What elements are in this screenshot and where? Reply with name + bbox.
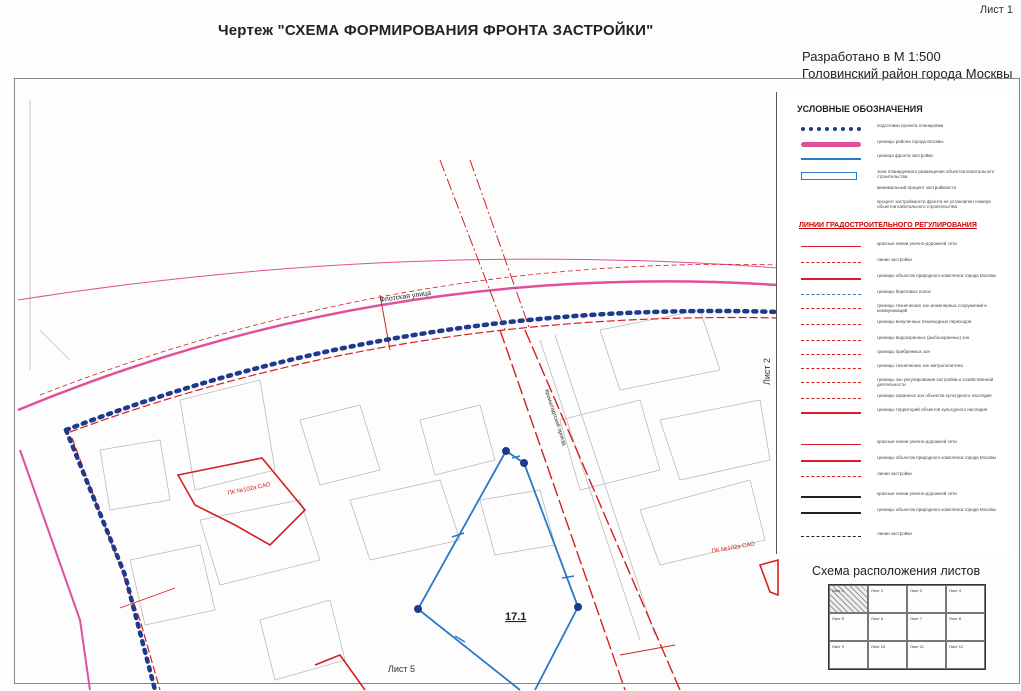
district-boundary	[17, 280, 779, 412]
front-boundary	[63, 308, 781, 433]
legend-title: УСЛОВНЫЕ ОБОЗНАЧЕНИЯ	[797, 104, 923, 114]
zone-vertices	[414, 447, 582, 613]
legend-reg-item: границы объектов природного комплекса го…	[797, 454, 1007, 468]
legend-item: подготовки проекта планировки	[797, 122, 1007, 136]
pk-zone-bottom	[314, 654, 366, 691]
legend-reg-item: границы объектов природного комплекса го…	[797, 506, 1007, 520]
object-id-label: 17.1	[505, 611, 526, 623]
legend-reg-item: границы территорий объектов культурного …	[797, 406, 1007, 420]
legend-reg-item: линии застройки	[797, 256, 1007, 270]
legend-item: границы района города Москвы	[797, 138, 1007, 152]
pk-label-left: ПК №102а САО	[227, 481, 271, 497]
sheet-bottom-label: Лист 5	[388, 664, 415, 674]
sheet-right-label: Лист 2	[762, 358, 772, 385]
scheme-cell: Лист 3	[907, 585, 946, 613]
legend-reg-item: границы охранных зон объектов культурног…	[797, 392, 1007, 406]
zone-ticks	[451, 455, 575, 643]
legend-reg-item: границы зон регулирования застройки и хо…	[797, 376, 1007, 390]
legend-reg-item: линии застройки	[797, 470, 1007, 484]
front-boundary-west	[63, 427, 158, 691]
legend-reg-item: красные линии улично-дорожной сети	[797, 240, 1007, 254]
scheme-cell: Лист 4	[946, 585, 985, 613]
legend-reg-item: красные линии улично-дорожной сети	[797, 438, 1007, 452]
building-outlines	[29, 100, 771, 681]
scheme-cell: Лист 10	[868, 641, 907, 669]
legend-reg-item: границы технических зон инженерных соору…	[797, 302, 1007, 316]
legend-panel: УСЛОВНЫЕ ОБОЗНАЧЕНИЯ подготовки проекта …	[776, 92, 1013, 554]
scheme-cell: Лист 1	[829, 585, 868, 613]
pk-label-right: ПК №102а САО	[711, 540, 756, 555]
legend-item: граница фронта застройки	[797, 152, 1007, 166]
legend-item: процент застройкиости фронта не установл…	[877, 199, 991, 209]
scheme-cell: Лист 2	[868, 585, 907, 613]
legend-reg-item: границы технических зон метрополитена	[797, 362, 1007, 376]
legend-reg-item: границы береговых полос	[797, 288, 1007, 302]
legend-subtitle: ЛИНИИ ГРАДОСТРОИТЕЛЬНОГО РЕГУЛИРОВАНИЯ	[799, 222, 977, 229]
scheme-cell: Лист 6	[868, 613, 907, 641]
district-boundary-west	[19, 449, 91, 691]
legend-item: минимальный процент застройкиости	[877, 185, 957, 190]
developed-info: Разработано в М 1:500 Головинский район …	[802, 48, 1012, 82]
scheme-cell: Лист 12	[946, 641, 985, 669]
pk-zone-right	[758, 558, 779, 597]
district-boundary-north	[17, 258, 779, 301]
legend-reg-item: границы прибрежных зон	[797, 348, 1007, 362]
passage-label: Кронштадтский проезд	[543, 388, 568, 446]
scheme-cell: Лист 5	[829, 613, 868, 641]
sheet-scheme-title: Схема расположения листов	[812, 564, 981, 578]
legend-reg-item: границы водоохранных (рыбоохранных) зон	[797, 334, 1007, 348]
district-line: Головинский район города Москвы	[802, 66, 1013, 81]
sheet-number: Лист 1	[979, 4, 1013, 16]
scheme-cell: Лист 9	[829, 641, 868, 669]
scheme-cell: Лист 8	[946, 613, 985, 641]
scale-line: Разработано в М 1:500	[802, 49, 941, 64]
legend-item: зона планируемого размещения объектов ка…	[797, 168, 1007, 182]
red-lines	[39, 159, 779, 691]
drawing-title: Чертеж "СХЕМА ФОРМИРОВАНИЯ ФРОНТА ЗАСТРО…	[218, 22, 654, 39]
pk-zone-left	[176, 457, 307, 546]
legend-reg-item: красные линии улично-дорожной сети	[797, 490, 1007, 504]
legend-reg-item: границы объектов природного комплекса го…	[797, 272, 1007, 286]
scheme-cell: Лист 7	[907, 613, 946, 641]
map-frame	[14, 78, 1020, 684]
legend-reg-item: линии застройки	[797, 530, 1007, 544]
scheme-cell: Лист 11	[907, 641, 946, 669]
legend-reg-item: границы внеуличных пешеходных переходов	[797, 318, 1007, 332]
sheet-scheme-grid: Лист 1 Лист 2 Лист 3 Лист 4 Лист 5 Лист …	[828, 584, 986, 670]
